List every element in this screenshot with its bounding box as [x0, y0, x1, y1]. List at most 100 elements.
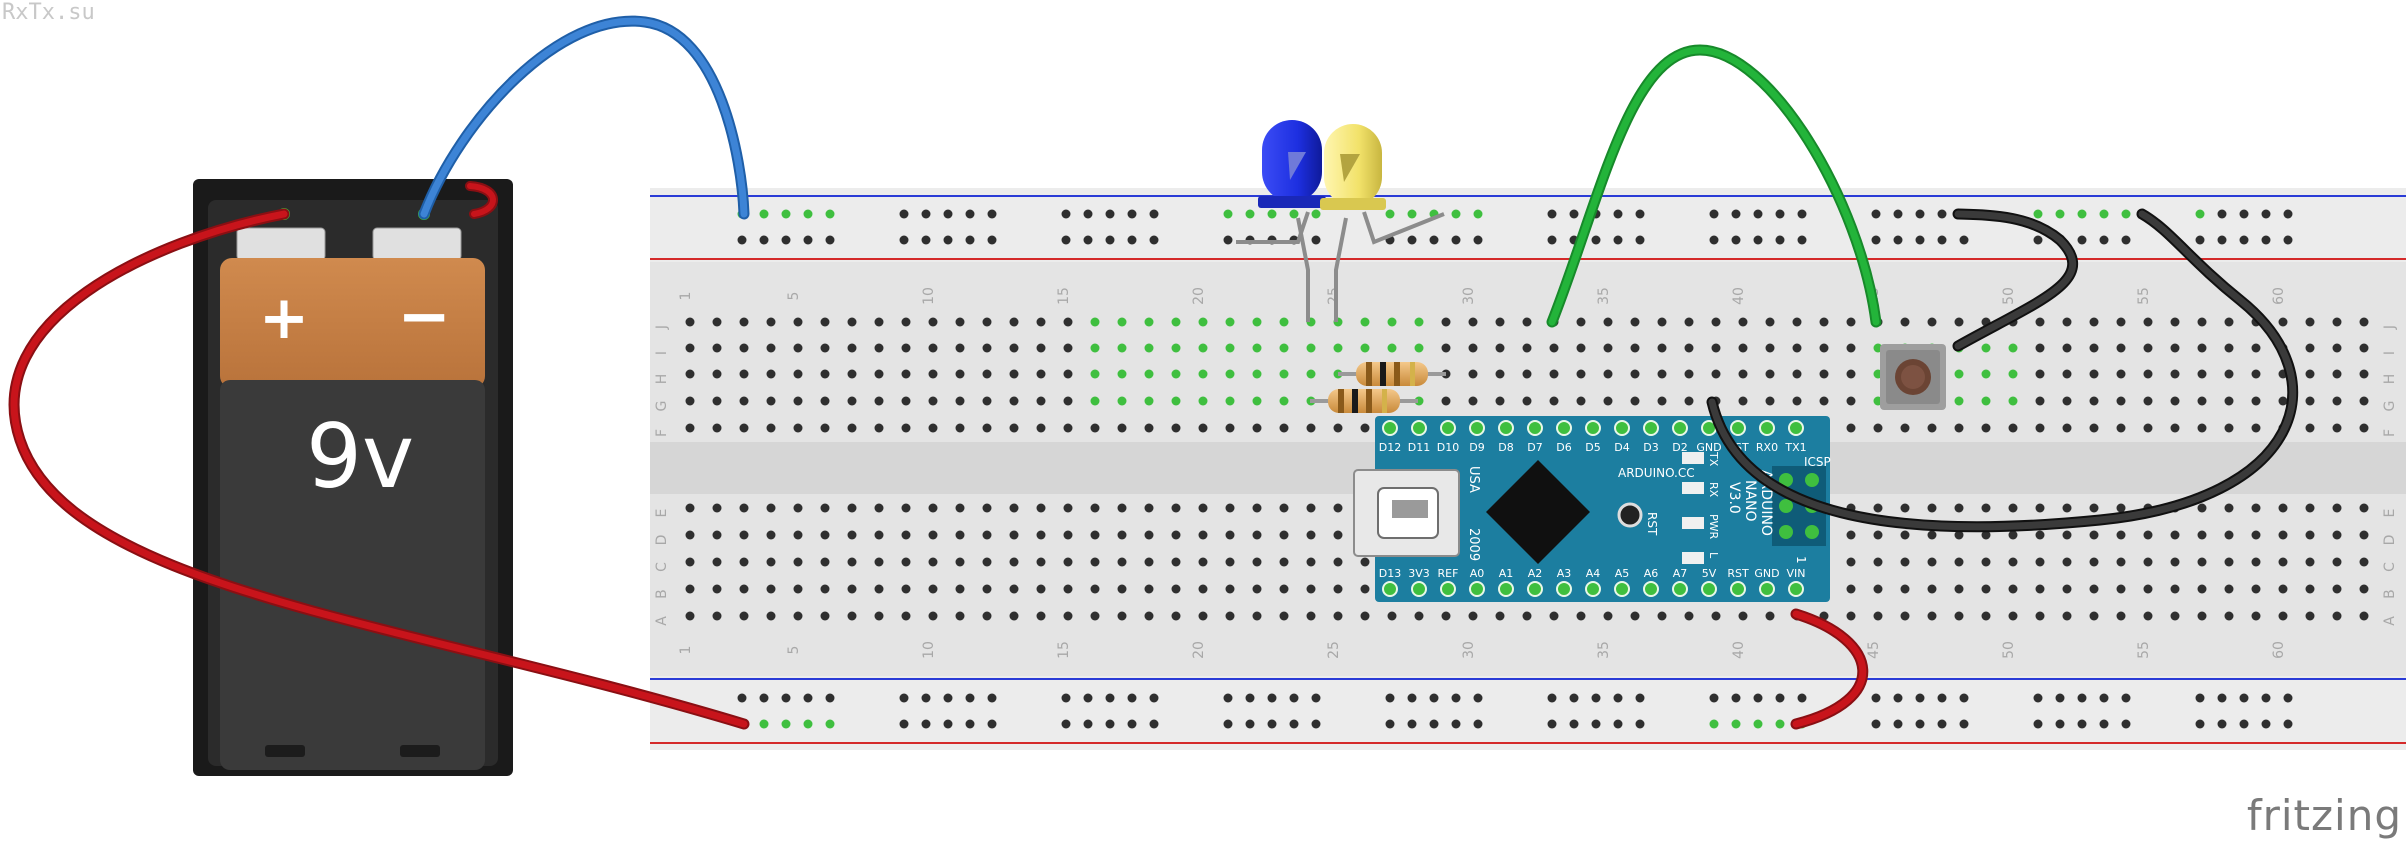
arduino-pin-label: RX0: [1756, 441, 1778, 454]
arduino-pin: [1498, 581, 1514, 597]
arduino-pin: [1469, 581, 1485, 597]
breadboard-hole: [874, 530, 884, 540]
breadboard-hole: [1893, 719, 1903, 729]
row-letter: F: [654, 429, 670, 437]
breadboard-hole: [1915, 209, 1925, 219]
breadboard-hole: [1289, 719, 1299, 729]
breadboard-hole: [982, 317, 992, 327]
row-letter: D: [2382, 535, 2398, 546]
breadboard-hole: [1063, 317, 1073, 327]
breadboard-hole: [874, 557, 884, 567]
breadboard-hole: [2116, 423, 2126, 433]
breadboard-hole: [1547, 235, 1557, 245]
breadboard-hole: [1981, 369, 1991, 379]
breadboard-hole: [1900, 557, 1910, 567]
breadboard-hole: [1468, 611, 1478, 621]
breadboard-hole: [2278, 317, 2288, 327]
breadboard-hole: [1792, 369, 1802, 379]
breadboard-hole: [793, 584, 803, 594]
breadboard-hole: [1495, 343, 1505, 353]
battery-terminal-plus: [236, 227, 326, 261]
breadboard-hole: [2008, 343, 2018, 353]
breadboard-hole: [2283, 719, 2293, 729]
reset-button[interactable]: [1617, 502, 1643, 528]
breadboard-hole: [1333, 343, 1343, 353]
breadboard-hole: [1635, 693, 1645, 703]
breadboard-hole: [2170, 317, 2180, 327]
breadboard-hole: [2062, 396, 2072, 406]
breadboard-hole: [1959, 693, 1969, 703]
breadboard-hole: [2099, 719, 2109, 729]
breadboard-hole: [965, 209, 975, 219]
breadboard-hole: [1036, 530, 1046, 540]
breadboard-hole: [781, 693, 791, 703]
breadboard-hole: [766, 611, 776, 621]
arduino-pin-label: A4: [1586, 567, 1601, 580]
breadboard-hole: [2261, 209, 2271, 219]
breadboard-hole: [685, 557, 695, 567]
breadboard-hole: [1036, 369, 1046, 379]
breadboard-hole: [2197, 503, 2207, 513]
breadboard-hole: [2197, 611, 2207, 621]
breadboard-hole: [2278, 530, 2288, 540]
push-button[interactable]: [1880, 344, 1946, 410]
breadboard-top-rail: [650, 188, 2406, 262]
breadboard-hole: [739, 584, 749, 594]
breadboard-hole: [712, 317, 722, 327]
breadboard-hole: [1360, 557, 1370, 567]
breadboard-hole: [1407, 719, 1417, 729]
breadboard-hole: [2224, 396, 2234, 406]
breadboard-hole: [739, 557, 749, 567]
breadboard-hole: [1009, 530, 1019, 540]
breadboard-hole: [1333, 423, 1343, 433]
breadboard-hole: [2143, 396, 2153, 406]
breadboard-hole: [847, 557, 857, 567]
breadboard-hole: [1063, 396, 1073, 406]
breadboard-hole: [793, 530, 803, 540]
column-number: 50: [2001, 287, 2017, 305]
battery-9v: + − 9v: [193, 179, 513, 776]
breadboard-hole: [803, 235, 813, 245]
row-letter: E: [2382, 509, 2398, 518]
breadboard-hole: [2143, 317, 2153, 327]
breadboard-hole: [2359, 423, 2369, 433]
arduino-pin: [1614, 581, 1630, 597]
breadboard-hole: [1198, 343, 1208, 353]
breadboard-hole: [2278, 557, 2288, 567]
breadboard-hole: [2359, 343, 2369, 353]
breadboard-hole: [2332, 423, 2342, 433]
breadboard-hole: [1576, 369, 1586, 379]
breadboard-hole: [1603, 317, 1613, 327]
breadboard-hole: [1090, 369, 1100, 379]
breadboard-hole: [685, 423, 695, 433]
breadboard-hole: [847, 423, 857, 433]
breadboard-hole: [1149, 209, 1159, 219]
breadboard-hole: [1360, 611, 1370, 621]
arduino-pin: [1585, 581, 1601, 597]
breadboard-hole: [2143, 584, 2153, 594]
arduino-pin: [1527, 581, 1543, 597]
breadboard-hole: [1149, 719, 1159, 729]
breadboard-hole: [1117, 611, 1127, 621]
breadboard-hole: [2278, 503, 2288, 513]
breadboard-hole: [1765, 396, 1775, 406]
arduino-pin: [1498, 420, 1514, 436]
breadboard-hole: [2121, 209, 2131, 219]
arduino-pin-label: A7: [1673, 567, 1688, 580]
breadboard-hole: [1117, 530, 1127, 540]
breadboard-hole: [2116, 611, 2126, 621]
breadboard-hole: [1630, 396, 1640, 406]
row-letter: G: [2382, 401, 2398, 412]
breadboard-hole: [2251, 611, 2261, 621]
breadboard-hole: [712, 343, 722, 353]
column-number: 10: [921, 641, 937, 659]
column-number: 10: [921, 287, 937, 305]
breadboard-hole: [2283, 209, 2293, 219]
usb-port-slot: [1392, 500, 1428, 518]
arduino-pin-label: D9: [1469, 441, 1484, 454]
breadboard-hole: [820, 369, 830, 379]
breadboard-hole: [1385, 209, 1395, 219]
breadboard-hole: [712, 369, 722, 379]
breadboard-hole: [1009, 343, 1019, 353]
